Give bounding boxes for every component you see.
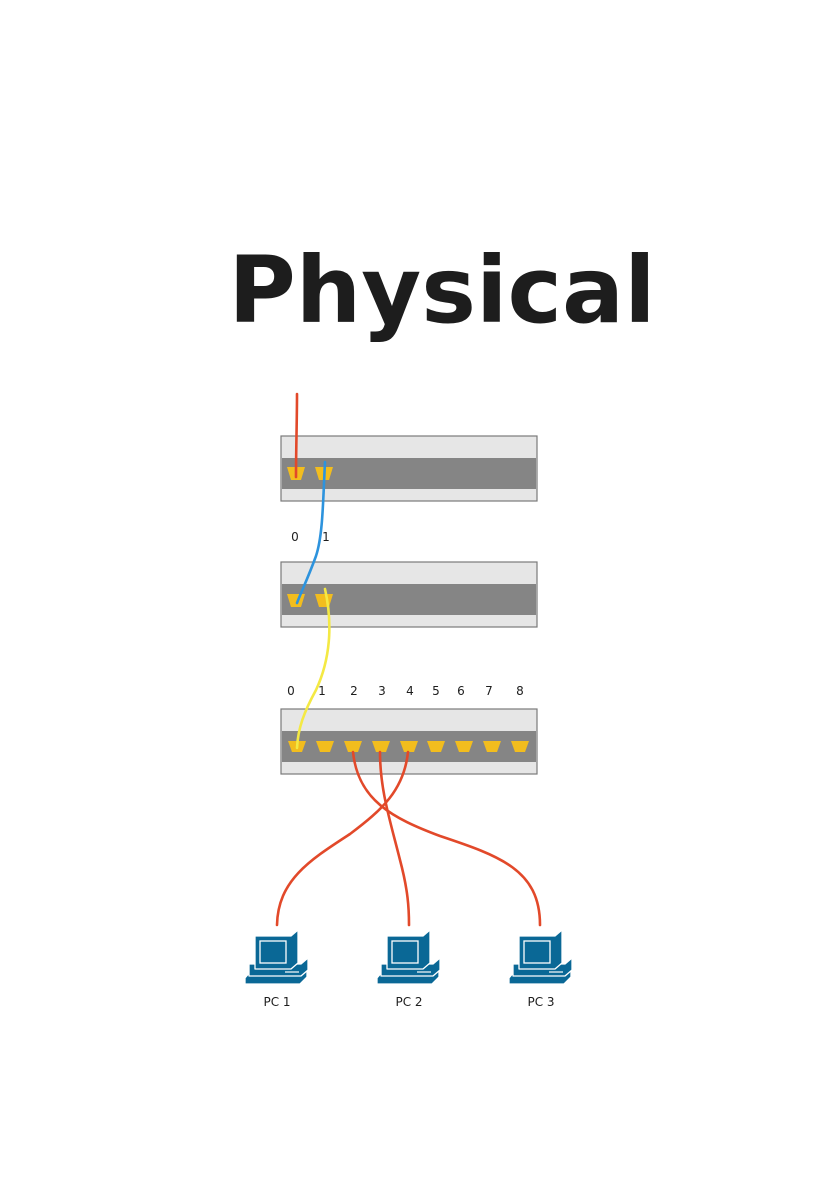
patch-cable-blue[interactable]: [295, 460, 327, 605]
desktop-computer-icon: [376, 929, 441, 985]
switch-port-label-5: 5: [432, 684, 440, 698]
pc-2[interactable]: PC 2: [376, 929, 441, 1009]
switch-port-label-8: 8: [516, 684, 524, 698]
desktop-computer-icon: [508, 929, 573, 985]
switch-port-4[interactable]: [400, 741, 418, 752]
switch-port-label-1: 1: [318, 684, 326, 698]
switch-port-label-4: 4: [406, 684, 414, 698]
patch-cable-yellow[interactable]: [295, 587, 331, 750]
switch-port-8[interactable]: [511, 741, 529, 752]
switch-port-5[interactable]: [427, 741, 445, 752]
patch-panel-1[interactable]: [280, 435, 538, 502]
switch-port-label-2: 2: [350, 684, 358, 698]
cable-switch-port-2-to-pc-3[interactable]: [351, 750, 542, 927]
switch-port-label-3: 3: [378, 684, 386, 698]
cable-switch-port-4-to-pc-1[interactable]: [275, 750, 410, 927]
pc-3[interactable]: PC 3: [508, 929, 573, 1009]
switch-port-3[interactable]: [372, 741, 390, 752]
panel-2-port-label-1: 1: [322, 530, 330, 544]
uplink-cable[interactable]: [294, 392, 299, 479]
switch-port-1[interactable]: [316, 741, 334, 752]
switch-port-label-7: 7: [485, 684, 493, 698]
switch-port-label-0: 0: [287, 684, 295, 698]
switch-port-label-6: 6: [457, 684, 465, 698]
pc-2-label: PC 2: [395, 995, 422, 1009]
network-switch[interactable]: [280, 708, 538, 775]
pc-1-label: PC 1: [263, 995, 290, 1009]
panel-2-port-label-0: 0: [291, 530, 299, 544]
pc-3-label: PC 3: [527, 995, 554, 1009]
switch-port-6[interactable]: [455, 741, 473, 752]
patch-panel-2[interactable]: [280, 561, 538, 628]
desktop-computer-icon: [244, 929, 309, 985]
page-title: Physical: [228, 237, 655, 344]
switch-port-7[interactable]: [483, 741, 501, 752]
cable-switch-port-3-to-pc-2[interactable]: [378, 750, 411, 927]
switch-port-2[interactable]: [344, 741, 362, 752]
pc-1[interactable]: PC 1: [244, 929, 309, 1009]
